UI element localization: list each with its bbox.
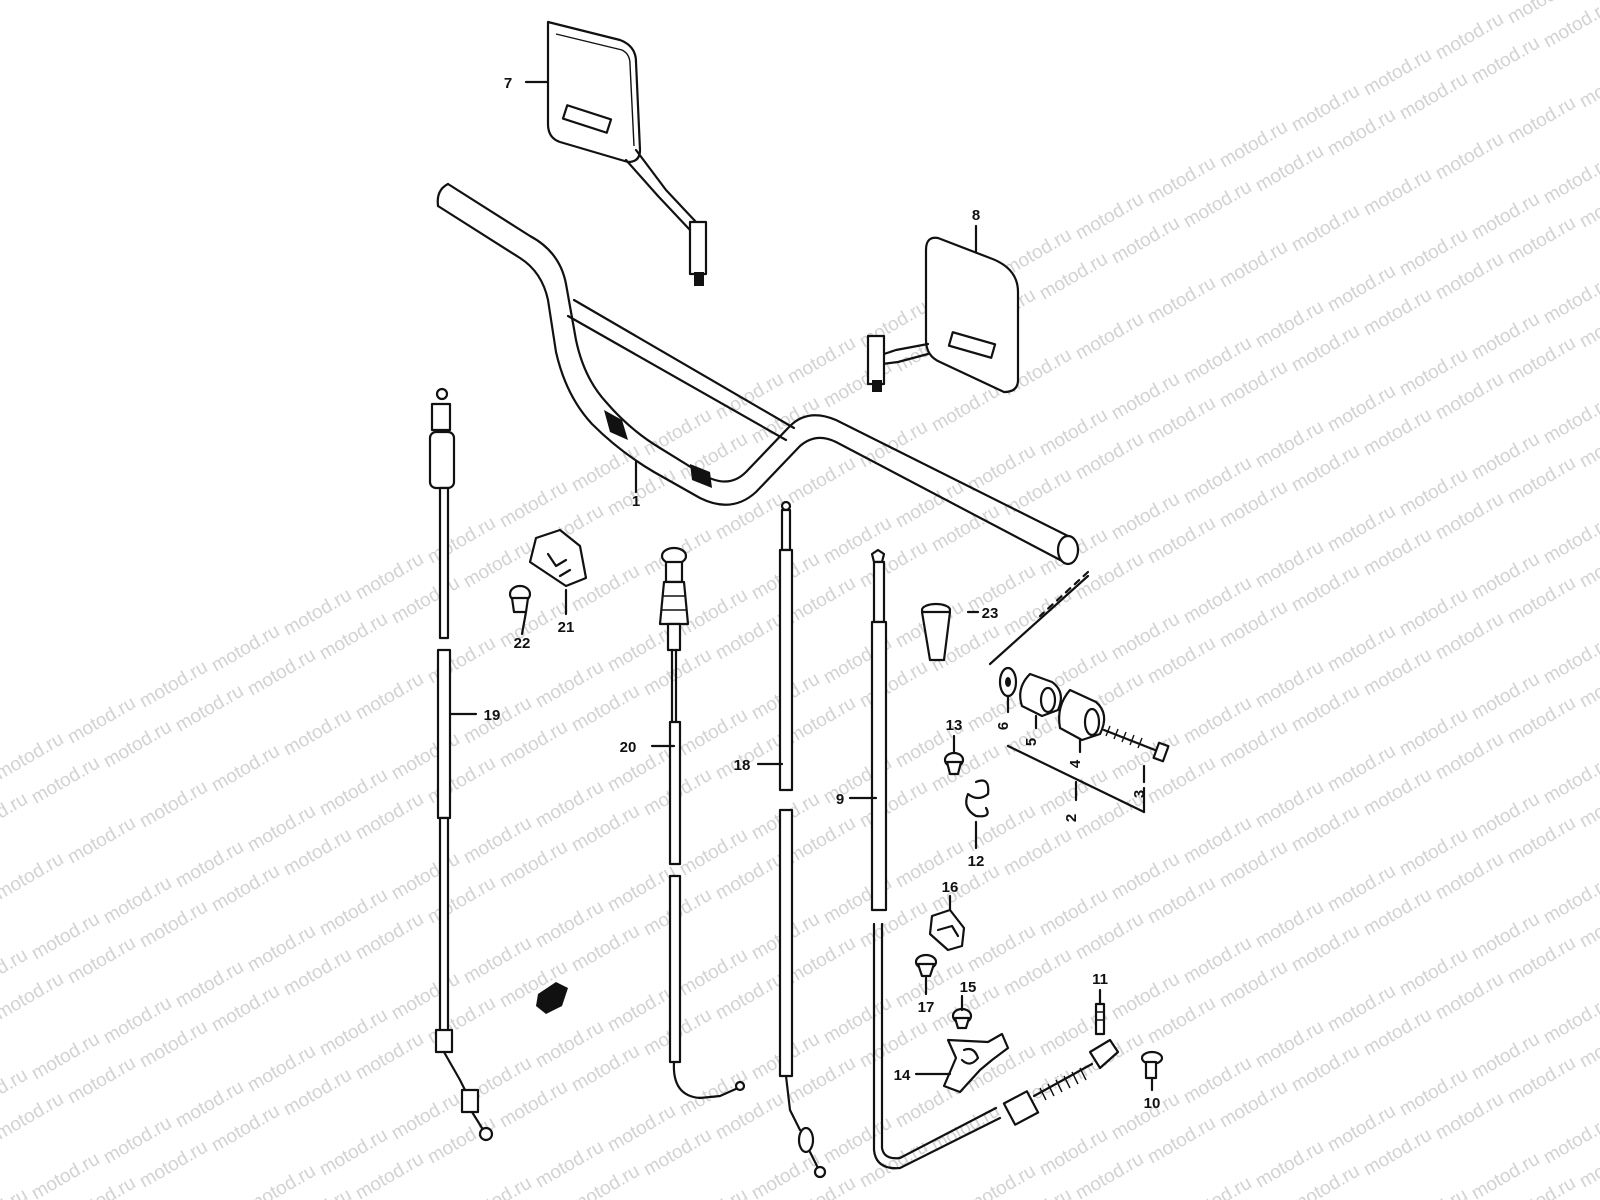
watermark-text: motod.ru [0,1089,67,1145]
label-7: 7 [504,75,512,92]
label-21: 21 [558,619,575,636]
part-12-clip[interactable] [965,779,990,818]
watermark-text: motod.ru [0,789,31,845]
watermark-text: motod.ru [1144,273,1219,329]
watermark-text: motod.ru [964,1161,1039,1200]
part-18-clutch-cable[interactable] [778,500,827,1179]
label-18: 18 [734,757,751,774]
watermark-text: motod.ru [1360,165,1435,221]
watermark-text: motod.ru [1540,153,1600,209]
part-23-grip-cap[interactable] [920,602,952,662]
label-4: 4 [1067,759,1084,768]
watermark-text: motod.ru [280,705,355,761]
part-10-bolt[interactable] [1140,1050,1164,1080]
watermark-text: motod.ru [424,633,499,689]
label-2: 2 [1063,814,1080,822]
part-5-balancer-weight[interactable] [1019,672,1063,718]
watermark-text: motod.ru [1540,993,1600,1049]
part-8-mirror[interactable] [866,236,1020,394]
part-labels: 7 8 1 21 22 19 20 18 9 23 6 5 4 3 2 13 1… [484,75,1161,1112]
label-1: 1 [632,493,640,510]
watermark-text: motod.ru [1540,1113,1600,1169]
label-22: 22 [514,635,531,652]
watermark-text: motod.ru [0,849,67,905]
label-3: 3 [1131,790,1148,798]
part-11-pin[interactable] [1094,1002,1106,1036]
watermark-text: motod.ru [244,1161,319,1200]
watermark-text: motod.ru [1540,273,1600,329]
label-11: 11 [1092,971,1108,988]
watermark-text: motod.ru [1540,753,1600,809]
part-14-bracket[interactable] [942,1032,1010,1094]
part-6-washer[interactable] [998,666,1018,698]
watermark-text: motod.ru [856,417,931,473]
watermark-text: motod.ru [64,813,139,869]
label-12: 12 [968,853,985,870]
watermark-text: motod.ru [352,669,427,725]
watermark-text: motod.ru [460,1173,535,1200]
part-21-cable-holder[interactable] [528,528,588,588]
watermark-text: motod.ru [1540,873,1600,929]
part-22-screw[interactable] [508,584,532,614]
watermark-text: motod.ru [928,381,1003,437]
part-7-mirror[interactable] [546,20,708,286]
watermark-text: motod.ru [1180,1173,1255,1200]
label-16: 16 [942,879,959,896]
part-9-front-brake-cable[interactable] [870,548,1120,1170]
watermark-text: motod.ru [1504,93,1579,149]
part-17-screw[interactable] [914,953,938,978]
watermark-text: motod.ru [1576,57,1600,113]
label-17: 17 [918,999,935,1016]
watermark-text: motod.ru [1396,1185,1471,1200]
label-10: 10 [1144,1095,1161,1112]
part-4-balancer-weight[interactable] [1058,688,1106,742]
watermark-text: motod.ru [0,1185,31,1200]
label-8: 8 [972,207,980,224]
watermark-text: motod.ru [676,1185,751,1200]
watermark-text: motod.ru [1540,393,1600,449]
watermark-text: motod.ru [784,453,859,509]
label-13: 13 [946,717,963,734]
part-15-screw[interactable] [951,1007,973,1030]
watermark-text: motod.ru [208,741,283,797]
watermark-text: motod.ru [1468,1149,1543,1200]
label-5: 5 [1023,738,1040,746]
watermark-text: motod.ru [1540,633,1600,689]
label-9: 9 [836,791,844,808]
part-20-speedometer-cable[interactable] [658,546,746,1100]
watermark-text: motod.ru [136,777,211,833]
watermark-text: motod.ru [1072,309,1147,365]
label-19: 19 [484,707,501,724]
label-20: 20 [620,739,637,756]
part-16-clamp[interactable] [928,908,966,952]
watermark-text: motod.ru [1288,201,1363,257]
small-part-icon [536,982,568,1014]
part-19-throttle-cable[interactable] [428,387,494,1142]
watermark-text: motod.ru [1540,513,1600,569]
label-15: 15 [960,979,977,996]
label-14: 14 [894,1067,911,1084]
watermark-text: motod.ru [0,969,67,1025]
watermark-text: motod.ru [28,1149,103,1200]
part-3-screw[interactable] [1102,725,1170,763]
watermark-text: motod.ru [1432,129,1507,185]
label-6: 6 [995,722,1012,730]
part-1-handlebar[interactable] [436,182,1080,566]
label-23: 23 [982,605,999,622]
watermark-text: motod.ru [1216,237,1291,293]
leader-lines [448,80,1154,1092]
